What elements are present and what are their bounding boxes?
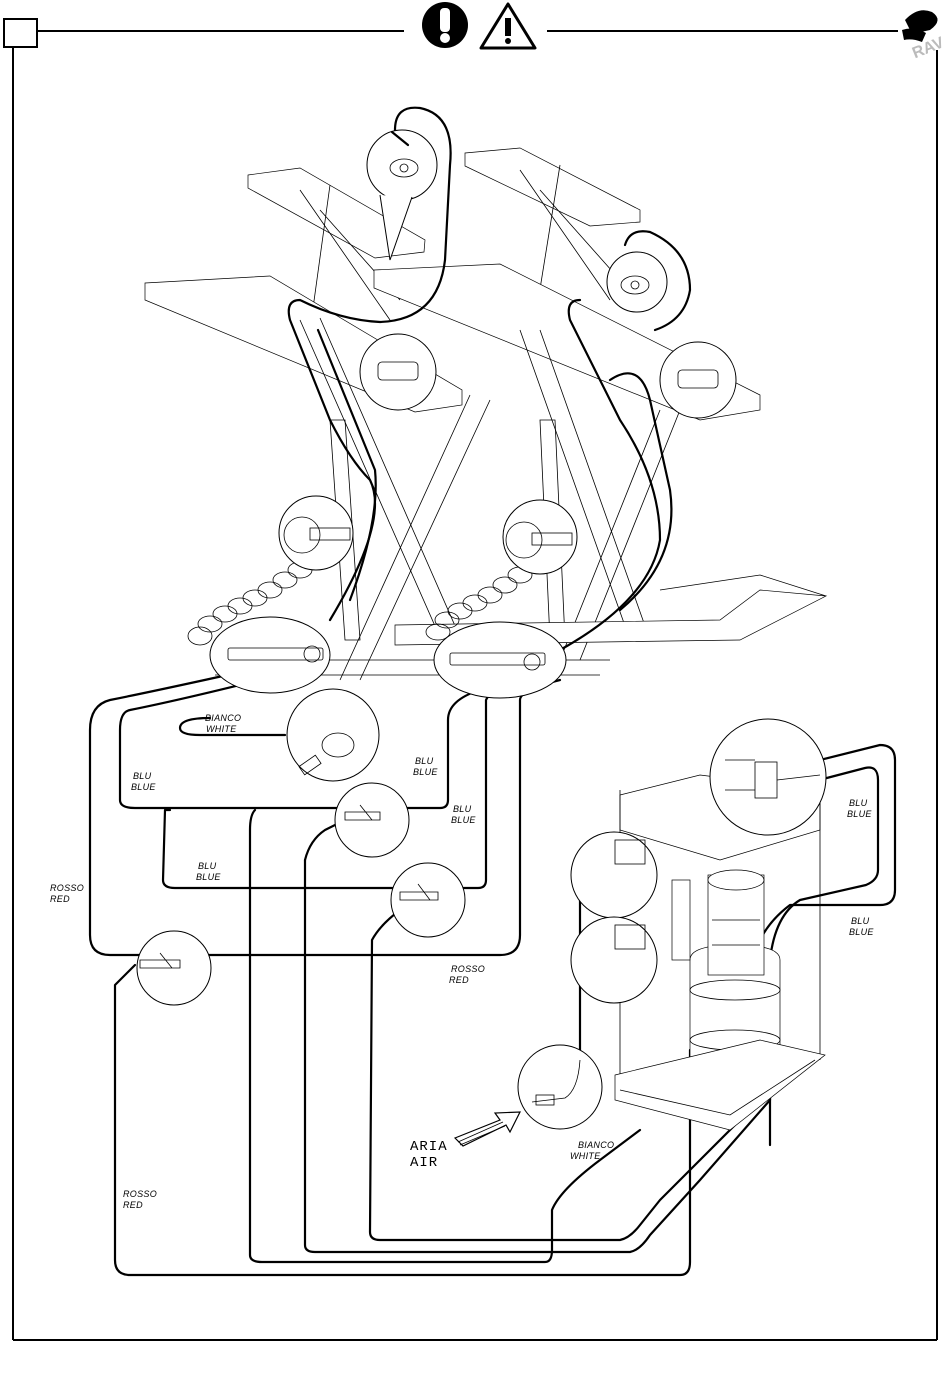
- label-air-1: ARIA: [410, 1139, 448, 1155]
- warning-triangle-icon: [481, 4, 535, 48]
- air-inlet-arrow: [455, 1112, 520, 1146]
- brand-logo: RAV: [902, 10, 947, 62]
- label-blue-mid-top-2: BLUE: [413, 767, 438, 777]
- label-red-bottom-1: ROSSO: [123, 1189, 157, 1199]
- label-white-top-1: BIANCO: [205, 713, 241, 723]
- label-air-2: AIR: [410, 1155, 438, 1171]
- label-red-mid-1: ROSSO: [451, 964, 485, 974]
- label-blue-left-1: BLU: [133, 771, 152, 781]
- label-red-bottom-2: RED: [123, 1200, 143, 1210]
- label-red-left-2: RED: [50, 894, 70, 904]
- label-white-bottom-2: WHITE: [570, 1151, 601, 1161]
- exclamation-circle-icon: [422, 2, 468, 48]
- label-blue-low-2: BLUE: [196, 872, 221, 882]
- label-blue-mid-top-1: BLU: [415, 756, 434, 766]
- label-blue-right-2: BLUE: [849, 927, 874, 937]
- label-white-bottom-1: BIANCO: [578, 1140, 614, 1150]
- lift-structure: [145, 148, 826, 680]
- label-white-top-2: WHITE: [206, 724, 237, 734]
- label-blue-mid-1: BLU: [453, 804, 472, 814]
- label-red-mid-2: RED: [449, 975, 469, 985]
- label-blue-right-top-2: BLUE: [847, 809, 872, 819]
- label-blue-right-1: BLU: [851, 916, 870, 926]
- label-blue-left-2: BLUE: [131, 782, 156, 792]
- label-red-left-1: ROSSO: [50, 883, 84, 893]
- label-blue-right-top-1: BLU: [849, 798, 868, 808]
- label-blue-mid-2: BLUE: [451, 815, 476, 825]
- label-blue-low-1: BLU: [198, 861, 217, 871]
